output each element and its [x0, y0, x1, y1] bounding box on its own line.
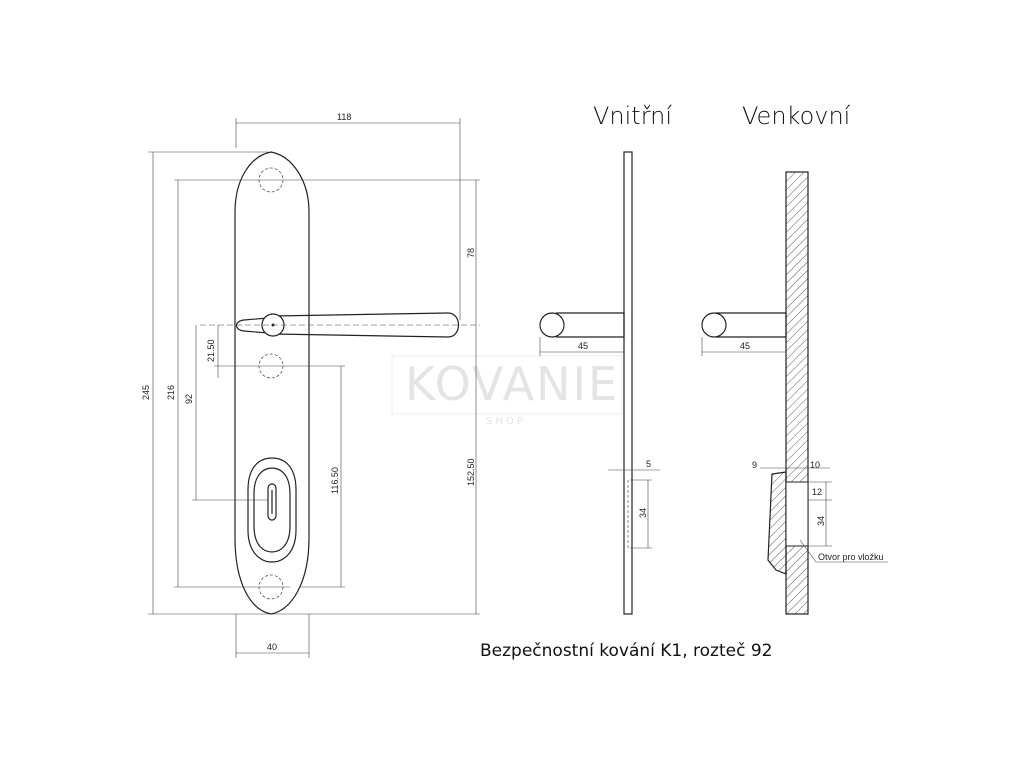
dim-handle-to-bottom: 152.50	[466, 458, 476, 486]
outer-side-view: Venkovní 45 9 10 12 34 Otvor pro vložku	[701, 102, 888, 615]
cylinder-rosette	[247, 457, 297, 563]
dim-cylinder-offset: 116.50	[330, 467, 340, 494]
inner-dim-plate: 5	[646, 459, 651, 469]
outer-view-title: Venkovní	[742, 102, 851, 130]
inner-dim-projection: 45	[578, 341, 588, 351]
escutcheon-plate	[234, 151, 310, 615]
outer-dim-step: 12	[812, 487, 822, 497]
front-view: 118 245 216 92 21.50 78 152.50 116.50 40	[141, 112, 480, 658]
dim-width-bottom: 40	[267, 642, 277, 652]
dim-height-holes: 216	[166, 385, 176, 400]
watermark-text: KOVANIE	[405, 357, 619, 411]
inner-plate	[623, 151, 633, 615]
handle-tail	[235, 317, 269, 334]
dim-height-total: 245	[141, 385, 151, 400]
outer-dim-right: 10	[810, 460, 820, 470]
inner-dim-cylinder: 34	[638, 508, 648, 518]
outer-dim-left: 9	[752, 460, 757, 470]
watermark: KOVANIE SHOP	[391, 355, 623, 427]
dim-width-top: 118	[337, 112, 351, 122]
cylinder-hole-callout: Otvor pro vložku	[818, 552, 884, 562]
outer-cylinder-block	[767, 471, 787, 575]
drawing-caption: Bezpečnostní kování K1, rozteč 92	[480, 641, 772, 661]
outer-dim-cylinder: 34	[816, 516, 826, 526]
watermark-subtext: SHOP	[486, 416, 526, 427]
outer-plate-section	[785, 171, 809, 615]
outer-handle-profile	[716, 312, 787, 338]
cylinder-rosette-inner	[253, 467, 291, 553]
dim-handle-from-top: 78	[466, 248, 476, 258]
dim-spacing: 92	[184, 394, 194, 404]
handle-lever	[273, 312, 460, 338]
inner-side-view: Vnitřní 45 5 34	[539, 102, 672, 615]
keyhole-slot	[267, 483, 277, 521]
outer-dim-projection: 45	[740, 341, 750, 351]
cylinder-hole	[785, 481, 809, 547]
inner-handle-profile	[556, 312, 625, 338]
inner-view-title: Vnitřní	[593, 102, 672, 130]
dim-handle-to-hole: 21.50	[206, 339, 216, 362]
